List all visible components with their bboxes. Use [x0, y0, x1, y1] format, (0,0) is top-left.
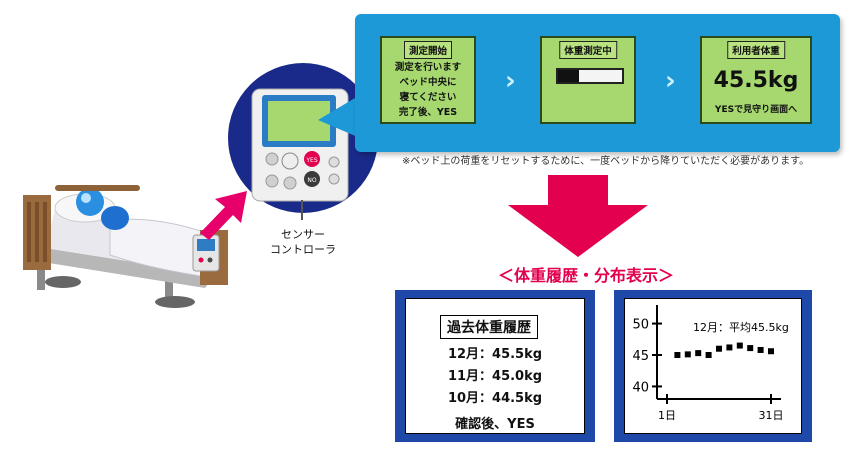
history-frame: 過去体重履歴 12月：45.5kg 11月：45.0kg 10月：44.5kg … — [395, 290, 595, 442]
lcd-title: 利用者体重 — [727, 41, 785, 59]
data-point — [757, 346, 764, 353]
weight-distribution-chart: 40 45 50 1日 31日 12月：平均45.5kg — [632, 305, 789, 422]
controller-no-label: NO — [307, 177, 316, 184]
history-footer: 確認後、YES — [455, 417, 535, 432]
lcd-title: 体重測定中 — [559, 41, 617, 59]
progress-bar — [556, 68, 624, 84]
sensor-controller-device: YES NO — [251, 88, 349, 202]
bed-illustration — [23, 185, 228, 308]
y-tick-label: 45 — [632, 349, 649, 364]
y-tick-label: 40 — [632, 380, 649, 395]
lcd-line: 測定を行います — [394, 62, 462, 73]
chevron-right-icon: › — [505, 66, 516, 96]
controller-yes-label: YES — [305, 157, 317, 164]
data-point — [747, 345, 754, 352]
history-row: 12月：45.5kg — [447, 347, 543, 362]
data-point — [695, 350, 702, 357]
progress-fill — [558, 70, 580, 82]
lcd-line: 寝てください — [399, 92, 457, 103]
x-tick-label: 1日 — [658, 409, 676, 422]
sensor-label-line1: センサー — [281, 228, 325, 241]
chevron-right-icon: › — [665, 66, 676, 96]
data-point — [726, 344, 733, 351]
lcd-screen-weight: 利用者体重 45.5kg YESで見守り画面へ — [700, 36, 812, 124]
history-row: 10月：44.5kg — [447, 391, 543, 406]
chart-frame: 40 45 50 1日 31日 12月：平均45.5kg — [614, 290, 812, 442]
data-point — [736, 342, 743, 349]
lcd-line: ベッド中央に — [399, 77, 457, 88]
data-point — [716, 345, 722, 352]
x-tick-label: 31日 — [759, 409, 784, 422]
lcd-screen-measuring: 体重測定中 — [540, 36, 636, 124]
section-title: ＜体重履歴・分布表示＞ — [498, 266, 675, 285]
arrow-down-icon — [508, 175, 648, 257]
lcd-screen-start: 測定開始 測定を行います ベッド中央に 寝てください 完了後、YES — [380, 36, 476, 124]
chart-title: 12月：平均45.5kg — [693, 321, 789, 334]
data-point — [705, 352, 712, 358]
history-row: 11月：45.0kg — [447, 369, 543, 384]
data-point — [674, 352, 681, 358]
cable-icon — [301, 200, 303, 220]
callout-pointer — [318, 95, 360, 138]
lcd-title: 測定開始 — [403, 41, 453, 59]
weight-readout: 45.5kg — [713, 68, 799, 93]
reset-note: ※ベッド上の荷重をリセットするために、一度ベッドから降りていただく必要があります… — [402, 156, 810, 167]
arrow-to-controller-icon — [200, 191, 247, 240]
y-tick-label: 50 — [632, 318, 649, 333]
data-point — [768, 348, 774, 355]
data-point — [684, 351, 691, 358]
history-title: 過去体重履歴 — [440, 315, 538, 339]
screen-sequence-panel: 測定開始 測定を行います ベッド中央に 寝てください 完了後、YES › 体重測… — [355, 14, 840, 152]
lcd-footer: YESで見守り画面へ — [714, 105, 798, 115]
sensor-label-line2: コントローラ — [270, 243, 336, 256]
lcd-line: 完了後、YES — [398, 107, 458, 118]
sensor-controller-label: センサー コントローラ — [270, 227, 336, 257]
